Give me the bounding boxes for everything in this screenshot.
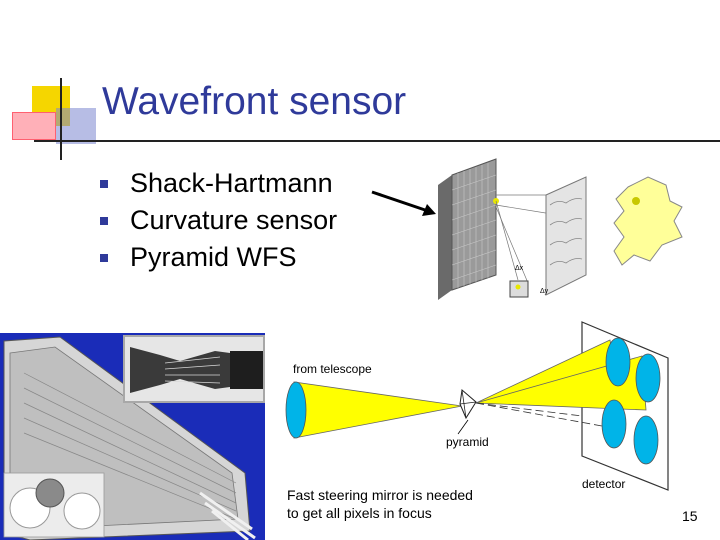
title-deco-blue-square xyxy=(56,108,96,144)
title-underline xyxy=(34,140,720,142)
pyramid-label: pyramid xyxy=(446,435,489,449)
slide-title: Wavefront sensor xyxy=(102,80,407,123)
caption-line-1: Fast steering mirror is needed xyxy=(287,487,473,503)
bullet-text: Shack-Hartmann xyxy=(130,168,333,198)
detector-label: detector xyxy=(582,477,626,491)
bullet-item-pyramid-wfs: Pyramid WFS xyxy=(100,239,337,276)
bullet-text: Pyramid WFS xyxy=(130,242,297,272)
shack-hartmann-illustration: Δx Δy xyxy=(438,158,683,300)
square-bullet-icon xyxy=(100,217,108,225)
from-telescope-label: from telescope xyxy=(293,362,372,376)
pyramid-wfs-hardware-photo xyxy=(0,333,265,540)
sh-dy-label: Δy xyxy=(540,288,549,295)
square-bullet-icon xyxy=(100,254,108,262)
bullet-item-curvature-sensor: Curvature sensor xyxy=(100,202,337,239)
bullet-list: Shack-Hartmann Curvature sensor Pyramid … xyxy=(100,165,337,276)
bullet-item-shack-hartmann: Shack-Hartmann xyxy=(100,165,337,202)
caption-line-2: to get all pixels in focus xyxy=(287,505,432,521)
caption: Fast steering mirror is needed to get al… xyxy=(287,486,473,522)
square-bullet-icon xyxy=(100,180,108,188)
pointer-arrow-icon xyxy=(371,190,436,216)
sh-dx-label: Δx xyxy=(515,265,524,272)
title-deco-red-square xyxy=(12,112,56,140)
title-deco-vertical-line xyxy=(60,78,62,160)
pyramid-optical-diagram xyxy=(285,321,669,491)
bullet-text: Curvature sensor xyxy=(130,205,338,235)
page-number: 15 xyxy=(682,508,698,524)
